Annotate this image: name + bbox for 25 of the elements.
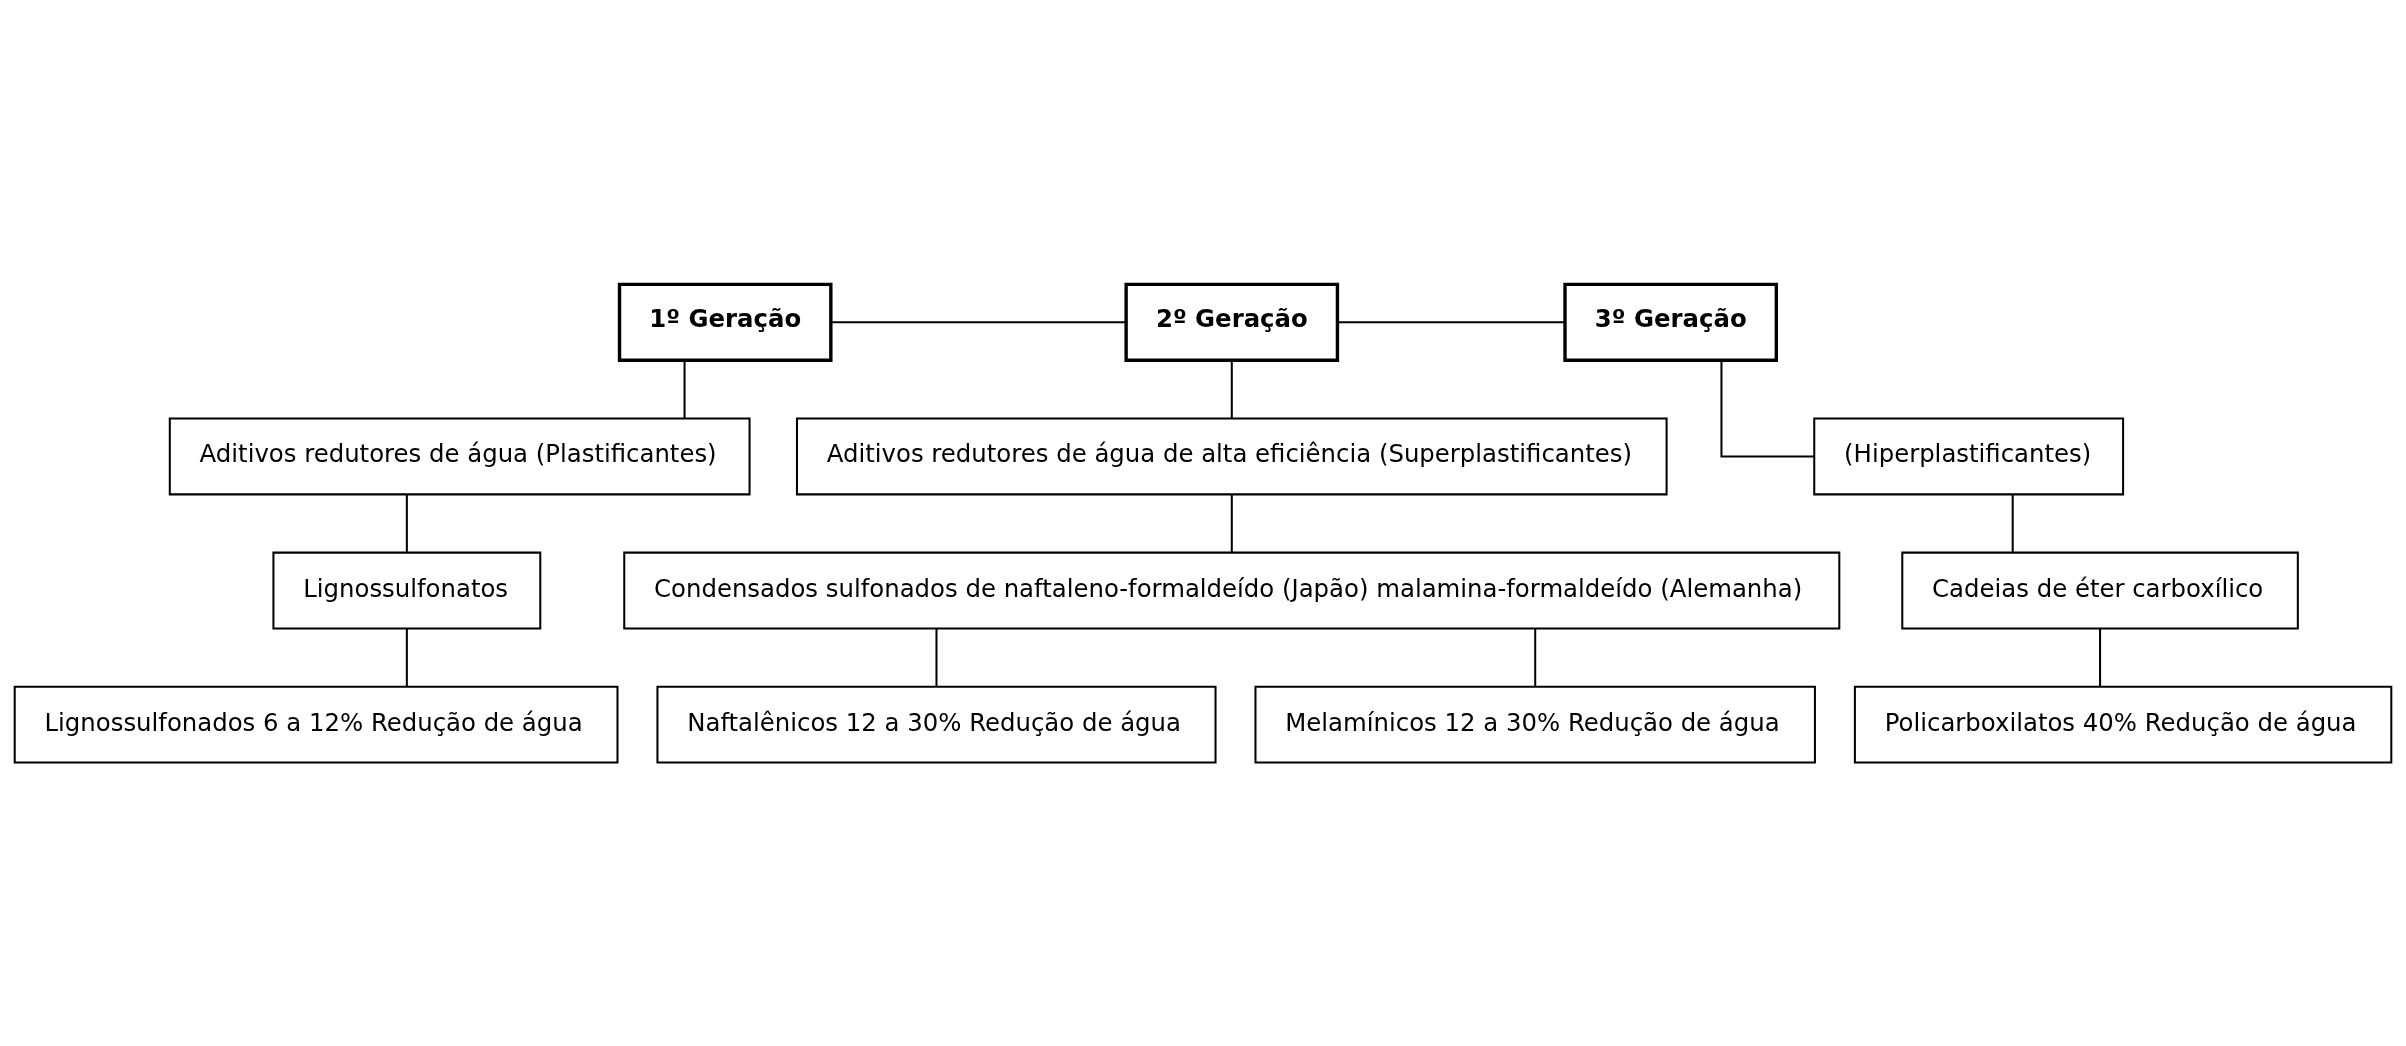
node-box: Aditivos redutores de água (Plastificantes): [168, 417, 751, 495]
node-box: Lignossulfonados 6 a 12% Redução de água: [13, 685, 619, 764]
connector: [2011, 494, 2014, 552]
node-box: Naftalênicos 12 a 30% Redução de água: [656, 685, 1217, 764]
node-box: Cadeias de éter carboxílico: [1901, 551, 2299, 629]
node-box: Aditivos redutores de água de alta eficiência (Superplastificantes): [795, 417, 1668, 495]
connector: [683, 359, 686, 418]
node-box: 2º Geração: [1124, 282, 1340, 362]
connector: [405, 494, 408, 552]
node-box: (Hiperplastificantes): [1813, 417, 2125, 495]
connector: [1720, 359, 1815, 457]
node-box: 1º Geração: [617, 282, 833, 362]
node-box: Policarboxilatos 40% Redução de água: [1853, 685, 2393, 764]
node-box: Melamínicos 12 a 30% Redução de água: [1254, 685, 1816, 764]
connector: [1534, 628, 1537, 686]
node-box: Lignossulfonatos: [272, 551, 542, 629]
connector: [1337, 320, 1565, 323]
connector: [405, 628, 408, 686]
connector: [935, 628, 938, 686]
node-box: Condensados sulfonados de naftaleno-formaldeído (Japão) malamina-formaldeído (Alemanha): [623, 551, 1841, 629]
connector: [1230, 359, 1233, 418]
connector: [2099, 628, 2102, 686]
connector: [831, 320, 1126, 323]
connector: [1230, 494, 1233, 552]
node-box: 3º Geração: [1563, 282, 1778, 362]
